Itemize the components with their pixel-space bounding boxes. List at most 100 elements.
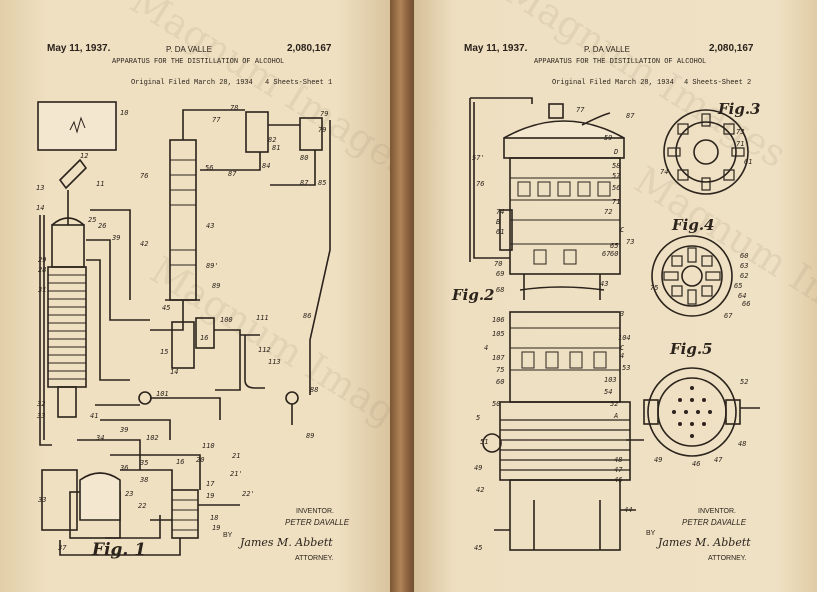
sheet-count: 4 Sheets-Sheet 2: [684, 79, 752, 87]
svg-text:86: 86: [303, 312, 311, 320]
svg-text:17: 17: [206, 480, 215, 488]
svg-text:56: 56: [612, 184, 620, 192]
inventor-caption: INVENTOR.: [698, 508, 736, 515]
svg-text:50: 50: [492, 400, 500, 408]
svg-text:28: 28: [38, 266, 46, 274]
patent-date: May 11, 1937.: [464, 43, 528, 54]
svg-text:76: 76: [140, 172, 148, 180]
svg-text:33: 33: [36, 412, 45, 420]
svg-text:77: 77: [576, 106, 585, 114]
svg-text:52: 52: [740, 378, 748, 386]
svg-text:79: 79: [320, 110, 328, 118]
svg-text:47: 47: [614, 466, 623, 474]
svg-text:71: 71: [612, 198, 620, 206]
sheet-count: 4 Sheets-Sheet 1: [265, 79, 333, 87]
inventor-full-name: PETER DAVALLE: [682, 518, 747, 527]
svg-text:54: 54: [604, 388, 612, 396]
svg-text:20: 20: [196, 456, 204, 464]
svg-text:48: 48: [738, 440, 746, 448]
patent-number: 2,080,167: [287, 43, 332, 54]
svg-text:26: 26: [98, 222, 106, 230]
svg-text:49: 49: [654, 456, 662, 464]
svg-text:72: 72: [604, 208, 612, 216]
svg-text:82: 82: [268, 136, 276, 144]
attorney-caption: ATTORNEY.: [295, 555, 334, 562]
svg-text:31: 31: [37, 286, 46, 294]
svg-text:25: 25: [88, 216, 96, 224]
figure-2-label: Fig.2: [452, 286, 495, 304]
svg-text:80: 80: [300, 154, 308, 162]
svg-text:11: 11: [96, 180, 104, 188]
svg-text:64: 64: [738, 292, 746, 300]
svg-text:65: 65: [610, 242, 618, 250]
svg-text:3: 3: [619, 310, 624, 318]
svg-text:102: 102: [146, 434, 159, 442]
svg-text:19: 19: [206, 492, 214, 500]
figure-1-label: Fig. 1: [92, 540, 147, 560]
svg-text:68: 68: [496, 286, 504, 294]
svg-text:21: 21: [232, 452, 240, 460]
svg-text:113: 113: [268, 358, 281, 366]
svg-text:74: 74: [660, 168, 668, 176]
svg-text:15: 15: [160, 348, 168, 356]
svg-text:A: A: [613, 412, 618, 420]
svg-text:70: 70: [494, 260, 502, 268]
svg-text:58: 58: [612, 162, 620, 170]
by-label: BY: [223, 532, 233, 539]
figure-3-label: Fig.3: [718, 100, 761, 118]
svg-text:61: 61: [744, 158, 752, 166]
svg-text:16: 16: [200, 334, 208, 342]
svg-text:59: 59: [604, 134, 612, 142]
svg-text:75: 75: [650, 284, 658, 292]
svg-text:43: 43: [206, 222, 214, 230]
svg-text:67: 67: [602, 250, 611, 258]
svg-text:C: C: [620, 226, 625, 234]
figure-4-label: Fig.4: [672, 216, 715, 234]
svg-text:73: 73: [626, 238, 634, 246]
svg-text:79: 79: [318, 126, 326, 134]
svg-text:45: 45: [162, 304, 170, 312]
svg-text:76: 76: [476, 180, 484, 188]
svg-text:62: 62: [740, 272, 748, 280]
right-patent-page: Magnum Images Magnum Images May 11, 1937…: [414, 0, 817, 592]
svg-text:61: 61: [496, 228, 504, 236]
svg-text:49: 49: [474, 464, 482, 472]
patent-title: APPARATUS FOR THE DISTILLATION OF ALCOHO…: [112, 58, 285, 66]
svg-text:57: 57: [612, 172, 621, 180]
svg-text:81: 81: [272, 144, 280, 152]
svg-text:34: 34: [95, 434, 104, 442]
svg-text:60: 60: [496, 378, 504, 386]
svg-text:39: 39: [111, 234, 120, 242]
svg-text:13: 13: [36, 184, 44, 192]
svg-text:87: 87: [228, 170, 237, 178]
svg-text:100: 100: [220, 316, 233, 324]
filing-date: Original Filed March 28, 1934: [131, 79, 253, 87]
svg-text:88: 88: [310, 386, 318, 394]
svg-text:B: B: [496, 218, 500, 226]
svg-text:38: 38: [139, 476, 148, 484]
svg-text:16: 16: [176, 458, 184, 466]
svg-text:74: 74: [496, 208, 504, 216]
svg-text:67: 67: [724, 312, 733, 320]
svg-text:42: 42: [476, 486, 484, 494]
svg-text:12: 12: [80, 152, 88, 160]
svg-text:41: 41: [90, 412, 98, 420]
attorney-caption: ATTORNEY.: [708, 555, 747, 562]
inventor-caption: INVENTOR.: [296, 508, 334, 515]
svg-text:52: 52: [610, 400, 618, 408]
svg-text:18: 18: [210, 514, 218, 522]
svg-text:14: 14: [170, 368, 178, 376]
svg-text:22: 22: [138, 502, 146, 510]
left-patent-page: Magnum Images Magnum Images May 11, 1937…: [0, 0, 396, 592]
svg-text:22': 22': [242, 490, 255, 498]
filing-date: Original Filed March 28, 1934: [552, 79, 674, 87]
svg-text:89: 89: [306, 432, 314, 440]
svg-text:44: 44: [624, 506, 632, 514]
attorney-signature: James M. Abbett: [658, 536, 751, 549]
svg-text:19: 19: [212, 524, 220, 532]
svg-text:105: 105: [492, 330, 505, 338]
inventor-name-header: P. DA VALLE: [584, 45, 630, 54]
svg-text:43: 43: [600, 280, 608, 288]
svg-text:C: C: [620, 344, 625, 352]
svg-text:87: 87: [626, 112, 635, 120]
